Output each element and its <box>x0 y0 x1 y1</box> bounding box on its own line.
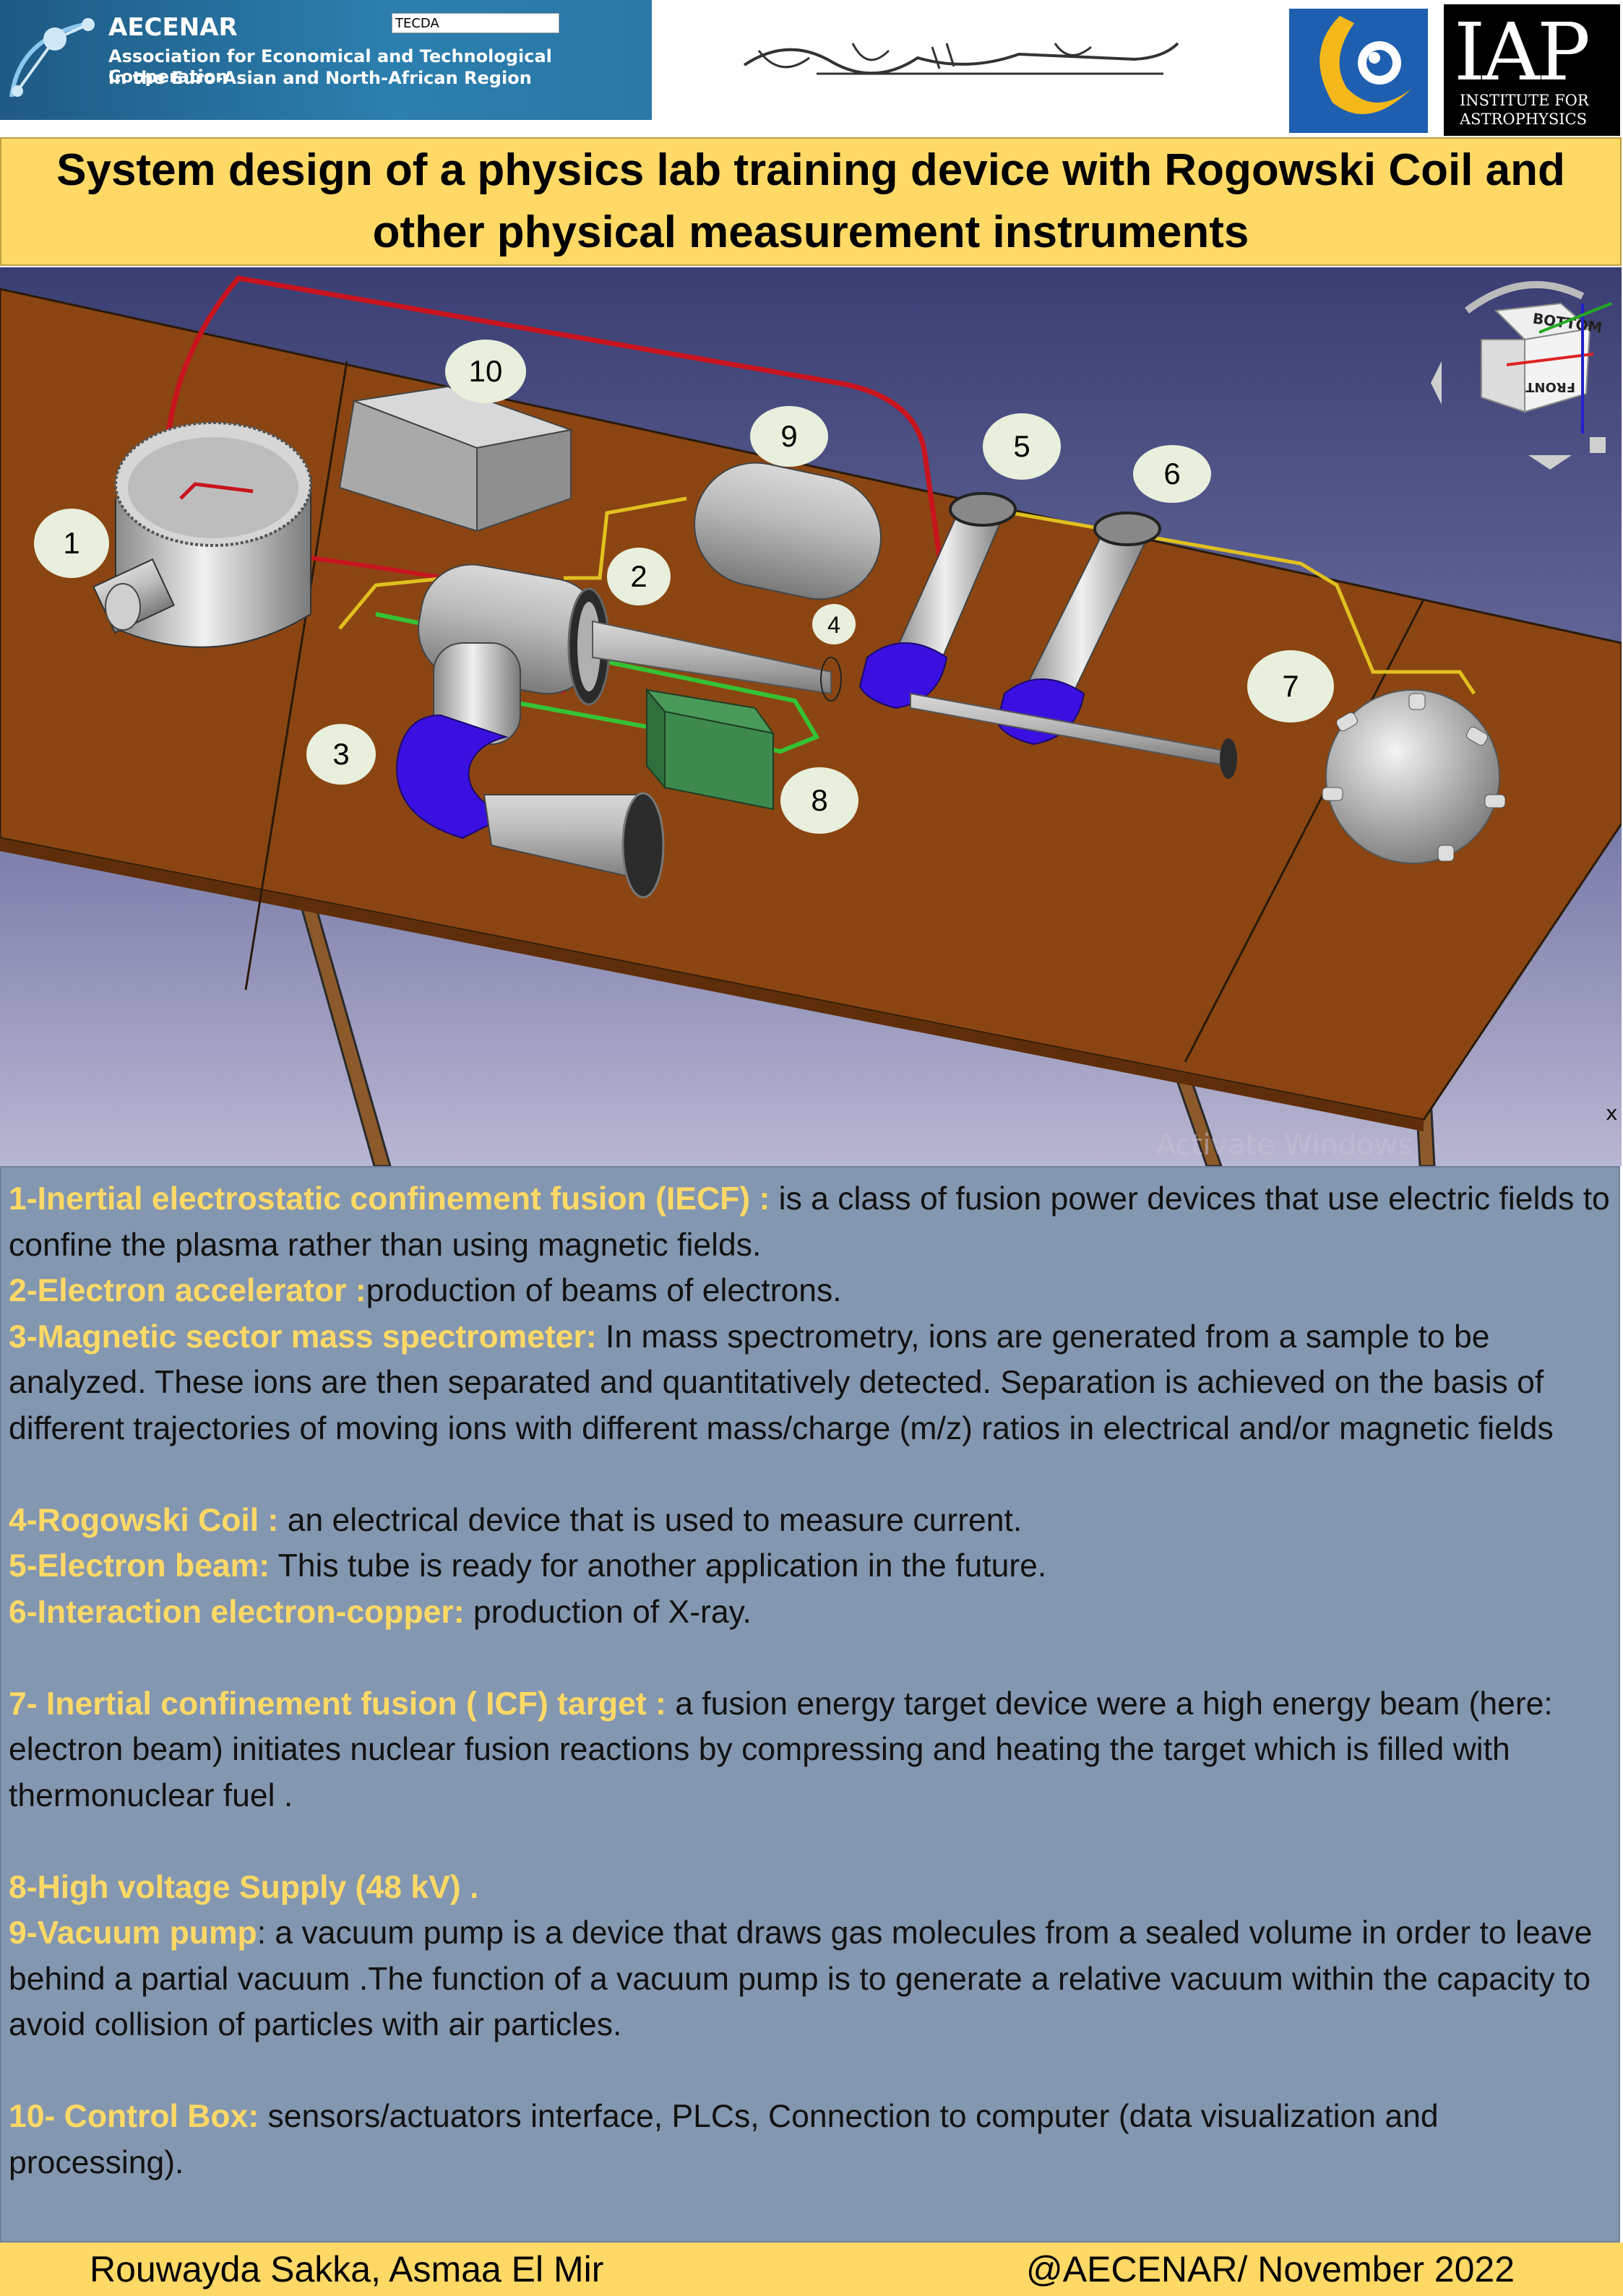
desc-term-1: 1-Inertial electrostatic confinement fus… <box>9 1181 770 1217</box>
desc-term-7: 7- Inertial confinement fusion ( ICF) ta… <box>9 1686 666 1722</box>
label-9-bubble <box>750 406 828 467</box>
desc-item-4: 4-Rogowski Coil : an electrical device t… <box>9 1498 1611 1544</box>
page-title: System design of a physics lab training … <box>56 145 1565 257</box>
desc-text-6: production of X-ray. <box>464 1594 752 1630</box>
label-9: 9 <box>780 419 797 453</box>
desc-item-5: 5-Electron beam: This tube is ready for … <box>9 1543 1611 1589</box>
desc-item-9: 9-Vacuum pump: a vacuum pump is a device… <box>9 1910 1611 2048</box>
desc-term-5: 5-Electron beam: <box>9 1548 270 1584</box>
rotate-left-icon[interactable] <box>1431 361 1442 405</box>
desc-text-1: is a class of fusion power devices that … <box>9 1181 1610 1263</box>
title-bar: System design of a physics lab training … <box>0 137 1622 266</box>
iap-logo: IAP INSTITUTE FOR ASTROPHYSICS <box>1444 4 1620 136</box>
label-4: 4 <box>827 612 840 638</box>
high-voltage-supply <box>645 688 775 811</box>
desc-term-9: 9-Vacuum pump <box>9 1915 257 1951</box>
mass-spectrometer <box>396 642 665 899</box>
desc-item-7: 7- Inertial confinement fusion ( ICF) ta… <box>9 1681 1611 1819</box>
label-5-bubble <box>983 413 1061 480</box>
label-3-bubble <box>306 724 376 785</box>
red-cable <box>163 275 963 580</box>
desc-term-8: 8-High voltage Supply (48 kV) . <box>9 1869 479 1905</box>
component-descriptions: 1-Inertial electrostatic confinement fus… <box>0 1166 1620 2243</box>
cad-viewer[interactable]: BOTTOM FRONT x Activate Windows 1 2 3 4 … <box>0 267 1622 1166</box>
rotate-down-icon[interactable] <box>1528 455 1572 470</box>
label-8: 8 <box>811 783 827 817</box>
label-6: 6 <box>1163 457 1180 491</box>
desc-text-2: production of beams of electrons. <box>366 1273 842 1308</box>
footer-credit: @AECENAR/ November 2022 <box>1026 2249 1515 2289</box>
institute-logo-icon <box>1320 16 1412 114</box>
org-line-2: in the Euro-Asian and North-African Regi… <box>108 68 532 88</box>
institute-logo <box>1289 9 1428 133</box>
label-10-bubble <box>445 340 526 403</box>
desc-term-10: 10- Control Box: <box>9 2099 259 2134</box>
footer: Rouwayda Sakka, Asmaa El Mir @AECENAR/ N… <box>0 2243 1623 2296</box>
label-2-bubble <box>607 548 671 605</box>
org-line-1: Association for Economical and Technolog… <box>108 46 552 87</box>
aecenar-logo-banner: AECENAR Association for Economical and T… <box>0 0 652 120</box>
yellow-cable <box>564 496 1476 695</box>
bismillah-calligraphy <box>743 42 1179 75</box>
desc-item-1: 1-Inertial electrostatic confinement fus… <box>9 1176 1611 1268</box>
desc-text-7: a fusion energy target device were a hig… <box>9 1686 1553 1813</box>
iap-logo-sub-1: INSTITUTE FOR <box>1460 92 1589 109</box>
desc-term-4: 4-Rogowski Coil : <box>9 1502 279 1538</box>
org-name: AECENAR <box>108 13 238 42</box>
footer-authors: Rouwayda Sakka, Asmaa El Mir <box>90 2249 604 2289</box>
desc-item-6: 6-Interaction electron-copper: productio… <box>9 1589 1611 1636</box>
label-7-bubble <box>1247 650 1334 722</box>
desc-text-4: an electrical device that is used to mea… <box>278 1502 1023 1538</box>
view-menu-icon[interactable] <box>1590 437 1606 453</box>
label-8-bubble <box>780 767 858 834</box>
iecf-chamber <box>92 421 312 648</box>
watermark: Activate Windows <box>1156 1128 1413 1162</box>
label-7: 7 <box>1282 669 1299 703</box>
label-2: 2 <box>630 559 647 593</box>
label-3: 3 <box>332 737 349 771</box>
rogowski-coil <box>820 657 842 702</box>
desc-text-5: This tube is ready for another applicati… <box>270 1548 1047 1584</box>
control-box <box>338 385 574 532</box>
desc-item-2: 2-Electron accelerator :production of be… <box>9 1268 1611 1314</box>
desc-text-9: : a vacuum pump is a device that draws g… <box>9 1915 1593 2042</box>
yellow-cable-2 <box>338 576 449 630</box>
desc-term-3: 3-Magnetic sector mass spectrometer: <box>9 1319 597 1355</box>
desc-term-2: 2-Electron accelerator : <box>9 1273 366 1308</box>
vacuum-pump <box>693 462 882 600</box>
desc-text-3: In mass spectrometry, ions are generated… <box>9 1319 1554 1446</box>
rotate-arc-icon[interactable] <box>1465 281 1585 314</box>
header: AECENAR Association for Economical and T… <box>0 0 1623 136</box>
iap-logo-text: IAP <box>1454 6 1590 98</box>
label-10: 10 <box>469 354 503 388</box>
label-5: 5 <box>1013 429 1030 463</box>
navigation-cube[interactable]: BOTTOM FRONT <box>1431 281 1612 470</box>
tecda-input[interactable]: TECDA <box>392 13 559 33</box>
axis-x-label: x <box>1606 1101 1618 1125</box>
cube-front-label: FRONT <box>1525 379 1575 394</box>
desc-text-10: sensors/actuators interface, PLCs, Conne… <box>9 2099 1439 2180</box>
interaction-tube <box>910 512 1237 779</box>
label-1-bubble <box>34 509 109 578</box>
desc-item-3: 3-Magnetic sector mass spectrometer: In … <box>9 1314 1611 1452</box>
electron-beam-tube <box>858 492 1017 709</box>
desc-item-10: 10- Control Box: sensors/actuators inter… <box>9 2094 1611 2185</box>
iap-logo-sub-2: ASTROPHYSICS <box>1460 111 1588 128</box>
desc-item-8: 8-High voltage Supply (48 kV) . <box>9 1865 1611 1911</box>
icf-target-sphere <box>1322 689 1506 864</box>
aecenar-logo-icon <box>9 18 95 98</box>
label-1: 1 <box>63 526 79 560</box>
label-6-bubble <box>1133 445 1211 503</box>
desc-term-6: 6-Interaction electron-copper: <box>9 1594 465 1630</box>
label-4-bubble <box>812 604 856 644</box>
